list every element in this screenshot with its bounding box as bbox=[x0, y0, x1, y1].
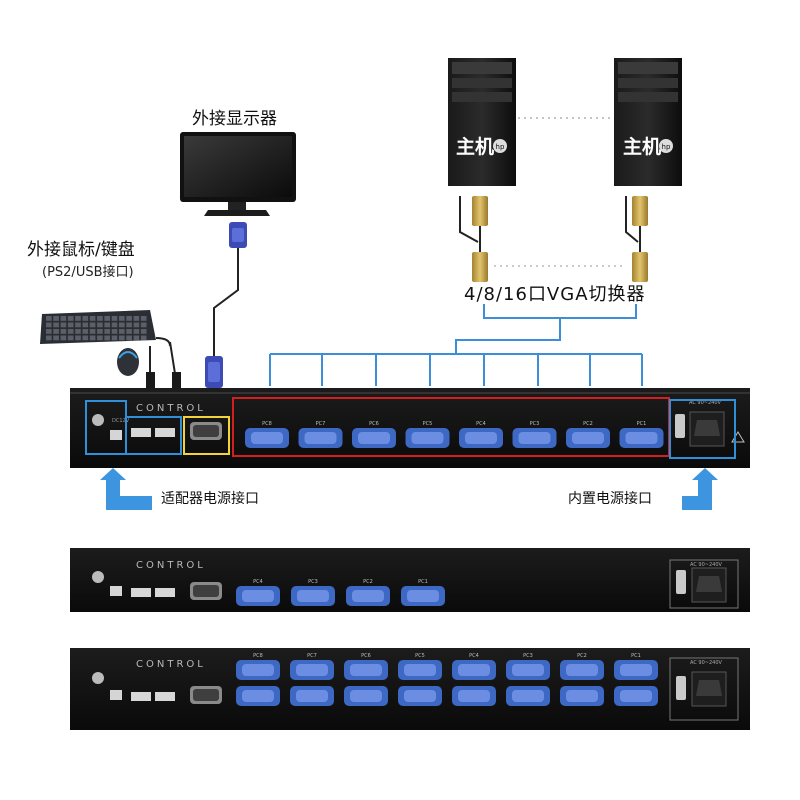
port-label: PC8 bbox=[253, 653, 263, 659]
vga-output-port bbox=[190, 422, 222, 440]
port-label: PC3 bbox=[308, 579, 318, 585]
svg-text:hp: hp bbox=[496, 143, 505, 151]
vga-port-pc7 bbox=[290, 686, 334, 706]
power-ground-icon: DC12V bbox=[92, 414, 130, 440]
vga-port-pc1: PC1 bbox=[614, 653, 658, 680]
brand-label: CONTROL bbox=[136, 560, 206, 571]
port-label: PC5 bbox=[415, 653, 425, 659]
vga-port-pc5: PC5 bbox=[398, 653, 442, 680]
vga-port-pc2: PC2 bbox=[566, 421, 610, 448]
kvm-panel-4-port: CONTROL PC4 PC3 PC2 PC1 AC 90~240V bbox=[70, 548, 750, 612]
vga-port-pc6 bbox=[344, 686, 388, 706]
vga-port-pc4: PC4 bbox=[236, 579, 280, 606]
label-vga-switcher: 4/8/16口VGA切换器 bbox=[464, 284, 646, 305]
up-arrow-icon bbox=[682, 468, 718, 510]
port-label: PC1 bbox=[637, 421, 647, 427]
vga-port-pc2: PC2 bbox=[560, 653, 604, 680]
port-label: PC5 bbox=[423, 421, 433, 427]
label-ps2-usb-port: (PS2/USB接口) bbox=[42, 265, 134, 280]
vga-port-pc5 bbox=[398, 686, 442, 706]
label-host-1: 主机 bbox=[456, 136, 495, 158]
brand-label: CONTROL bbox=[136, 659, 206, 670]
port-label: PC6 bbox=[361, 653, 371, 659]
monitor-icon bbox=[180, 132, 296, 216]
ac-power-socket: AC 90~240V bbox=[675, 400, 745, 447]
pc-ports-row: PC8 PC7 PC6 PC5 PC4 PC3 PC2 PC1 bbox=[236, 653, 658, 680]
kvm-panel-8-port: CONTROL DC12V PC8 PC7 PC6 PC5 PC4 PC3 PC2 PC1 A… bbox=[70, 388, 750, 468]
up-arrow-icon bbox=[100, 468, 152, 510]
mouse-icon bbox=[117, 348, 139, 376]
vga-port-pc6: PC6 bbox=[352, 421, 396, 448]
port-label: PC6 bbox=[369, 421, 379, 427]
label-host-2: 主机 bbox=[623, 136, 662, 158]
tower-pc-icon: hp bbox=[614, 58, 682, 186]
vga-port-pc2: PC2 bbox=[346, 579, 390, 606]
port-label: PC2 bbox=[583, 421, 593, 427]
vga-connector-icon bbox=[625, 196, 648, 282]
port-label: PC1 bbox=[418, 579, 428, 585]
port-label: PC7 bbox=[316, 421, 326, 427]
vga-port-pc1 bbox=[614, 686, 658, 706]
vga-port-pc3 bbox=[506, 686, 550, 706]
vga-port-pc7: PC7 bbox=[290, 653, 334, 680]
pc-ports-row: PC4 PC3 PC2 PC1 bbox=[236, 579, 445, 606]
cable-tree bbox=[269, 304, 643, 386]
kvm-panel-16-port: CONTROL PC8 PC7 PC6 PC5 PC4 PC3 PC2 PC1 AC 90~2… bbox=[70, 648, 750, 730]
svg-text:DC12V: DC12V bbox=[112, 418, 130, 424]
vga-port-pc3: PC3 bbox=[506, 653, 550, 680]
vga-port-pc3: PC3 bbox=[291, 579, 335, 606]
label-external-display: 外接显示器 bbox=[192, 109, 277, 129]
highlight-usb bbox=[125, 416, 182, 455]
usb-connector-icon bbox=[146, 337, 181, 390]
vga-port-pc5: PC5 bbox=[405, 421, 450, 448]
vga-port-pc8: PC8 bbox=[236, 653, 280, 680]
tower-pc-icon: hp bbox=[448, 58, 516, 186]
pc-ports-row bbox=[236, 686, 658, 706]
highlight-vga-out bbox=[183, 416, 230, 455]
vga-connector-icon bbox=[459, 196, 488, 282]
port-label: PC7 bbox=[307, 653, 317, 659]
vga-port-pc4: PC4 bbox=[452, 653, 496, 680]
vga-port-pc2 bbox=[560, 686, 604, 706]
port-label: PC2 bbox=[577, 653, 587, 659]
label-external-mouse-keyboard: 外接鼠标/键盘 bbox=[27, 240, 135, 260]
vga-port-pc7: PC7 bbox=[298, 421, 343, 448]
port-label: PC1 bbox=[631, 653, 641, 659]
svg-text:AC 90~240V: AC 90~240V bbox=[689, 400, 722, 406]
brand-label: CONTROL bbox=[136, 403, 206, 414]
port-label: PC4 bbox=[253, 579, 263, 585]
pc-ports-row: PC8 PC7 PC6 PC5 PC4 PC3 PC2 PC1 bbox=[245, 421, 664, 448]
vga-port-pc3: PC3 bbox=[512, 421, 557, 448]
port-label: PC3 bbox=[530, 421, 540, 427]
port-label: PC8 bbox=[262, 421, 272, 427]
vga-port-pc6: PC6 bbox=[344, 653, 388, 680]
vga-port-pc1: PC1 bbox=[619, 421, 664, 448]
port-label: PC4 bbox=[476, 421, 486, 427]
usb-ports bbox=[131, 428, 175, 437]
port-label: PC4 bbox=[469, 653, 479, 659]
vga-port-pc8: PC8 bbox=[245, 421, 289, 448]
vga-port-pc4: PC4 bbox=[459, 421, 503, 448]
port-label: PC2 bbox=[363, 579, 373, 585]
keyboard-icon bbox=[40, 310, 156, 344]
vga-port-pc1: PC1 bbox=[401, 579, 445, 606]
svg-text:AC 90~240V: AC 90~240V bbox=[690, 660, 723, 666]
monitor-vga-cable bbox=[205, 222, 247, 388]
svg-text:hp: hp bbox=[662, 143, 671, 151]
vga-port-pc4 bbox=[452, 686, 496, 706]
label-adapter-power-port: 适配器电源接口 bbox=[161, 491, 259, 507]
vga-port-pc8 bbox=[236, 686, 280, 706]
label-builtin-power-port: 内置电源接口 bbox=[568, 491, 652, 507]
svg-text:AC 90~240V: AC 90~240V bbox=[690, 562, 723, 568]
highlight-ac-power bbox=[669, 399, 736, 459]
port-label: PC3 bbox=[523, 653, 533, 659]
